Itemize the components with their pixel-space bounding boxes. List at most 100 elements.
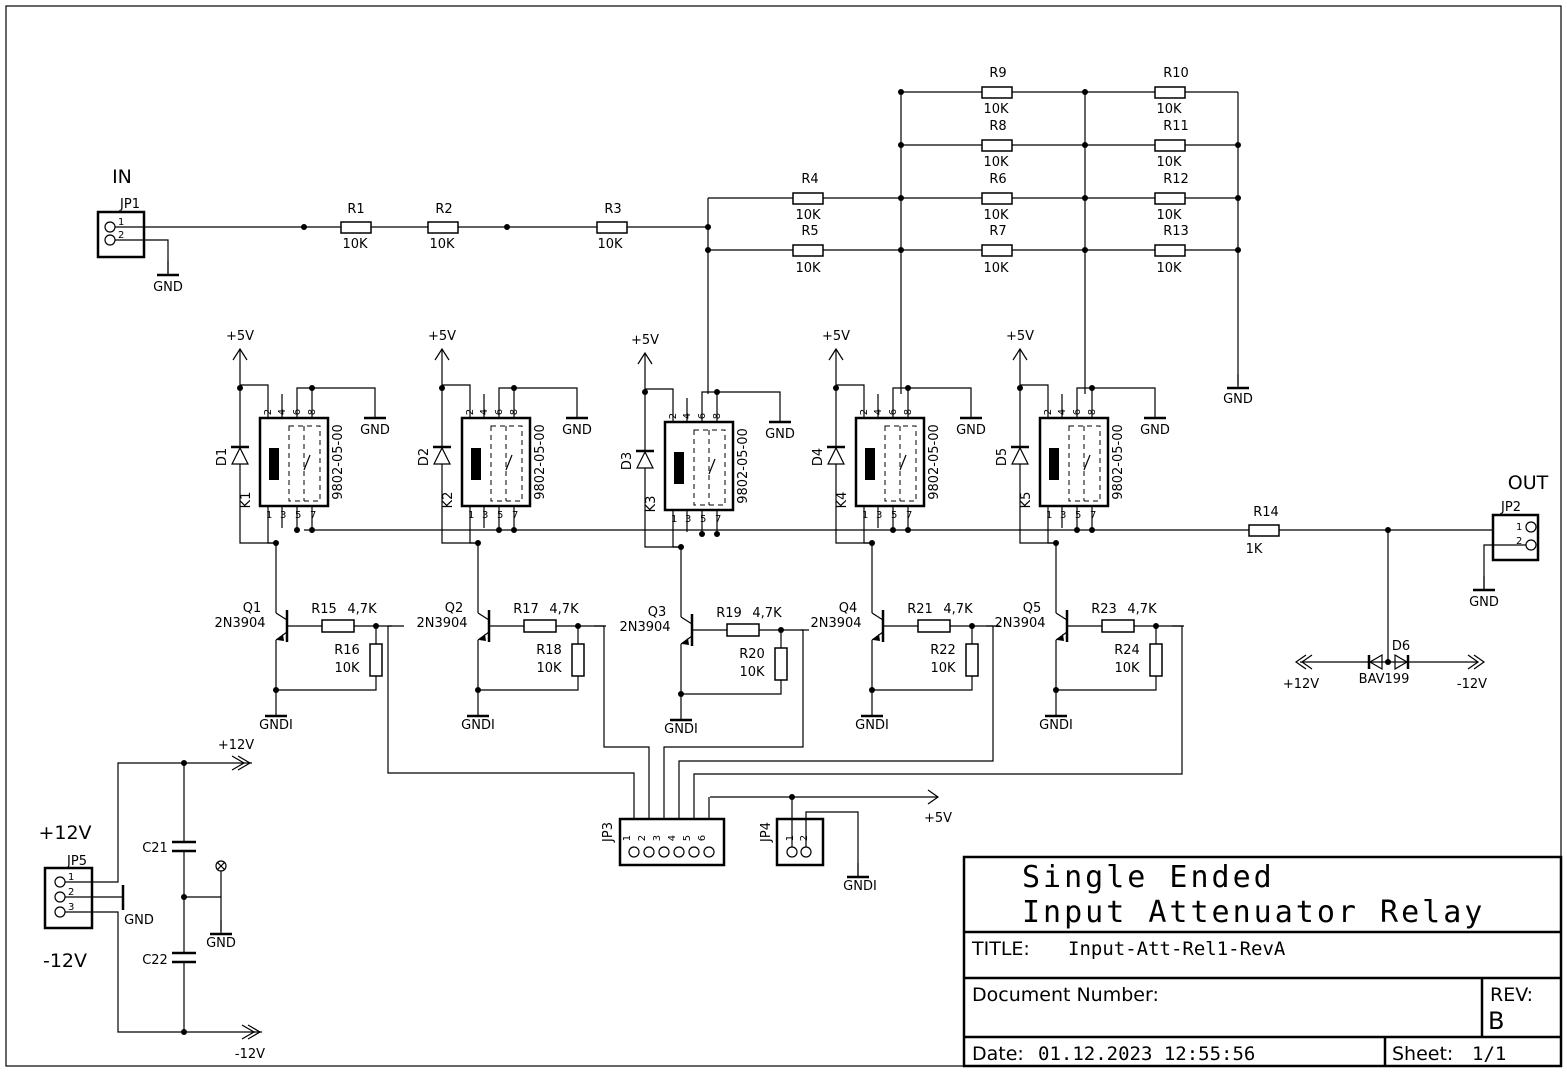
relay-pin-top: 6 (888, 409, 899, 415)
relay-ref: K5 (1019, 492, 1034, 509)
d6-part: BAV199 (1359, 672, 1410, 687)
relay-pin-top: 2 (668, 413, 679, 419)
diode-ref: D5 (995, 448, 1010, 466)
relay-pin-bottom: 5 (497, 510, 503, 521)
pulldown-resistor-ref: R22 (930, 643, 956, 658)
relay-pin-bottom: 7 (715, 514, 721, 525)
c22-ref: C22 (142, 953, 168, 968)
r14-value: 1K (1246, 542, 1263, 557)
relay-pin-top: 4 (1057, 409, 1068, 415)
pulldown-resistor-ref: R24 (1114, 643, 1140, 658)
r11-ref: R11 (1163, 119, 1189, 134)
jp3-ref: JP3 (601, 822, 616, 843)
pulldown-resistor (369, 643, 383, 677)
jp5-ref: JP5 (66, 854, 87, 869)
control-wire-2 (594, 625, 650, 819)
relay-part-number: 9802-05-00 (533, 424, 548, 500)
base-resistor-ref: R19 (716, 606, 742, 621)
relay-pin-bottom: 3 (482, 510, 488, 521)
jp4-ref: JP4 (759, 822, 774, 843)
jp1-pin2: 2 (118, 230, 124, 241)
r9-ref: R9 (989, 66, 1006, 81)
transistor-ref: Q5 (1023, 601, 1042, 616)
tb-date-label: Date: (972, 1043, 1024, 1065)
flyback-diode (433, 446, 451, 465)
control-wire-1 (387, 625, 635, 819)
relay-gnd-label: GND (1140, 423, 1170, 438)
jp1-ref: JP1 (119, 197, 140, 212)
relay-pin-top: 4 (277, 409, 288, 415)
relay-pin-bottom: 3 (876, 510, 882, 521)
relay-pin-top: 2 (263, 409, 274, 415)
r11-value: 10K (1156, 155, 1182, 170)
gndi-label: GNDI (664, 722, 698, 737)
r8-value: 10K (983, 155, 1009, 170)
relay-pin-bottom: 1 (1046, 510, 1052, 521)
title-block: Single Ended Input Attenuator Relay TITL… (962, 855, 1563, 1068)
relay-gnd-label: GND (360, 423, 390, 438)
base-resistor (1101, 619, 1135, 633)
jp5-gnd-label: GND (124, 913, 154, 928)
jp3-pin-hole (688, 846, 700, 858)
d6-ref: D6 (1392, 639, 1410, 654)
transistor-type: 2N3904 (619, 620, 670, 635)
relay-body (663, 420, 735, 512)
relay-coil (269, 448, 279, 480)
relay-pin-bottom: 3 (280, 510, 286, 521)
jp3-pin-hole (658, 846, 670, 858)
relay-pin-bottom: 5 (891, 510, 897, 521)
relay-body (1038, 416, 1110, 508)
relay-pin-top: 2 (465, 409, 476, 415)
relay-pin-bottom: 5 (700, 514, 706, 525)
relay-ref: K3 (644, 496, 659, 513)
gndi-label: GNDI (855, 718, 889, 733)
jp3-pin-number: 4 (667, 835, 678, 841)
jp1-pin1: 1 (118, 217, 124, 228)
pulldown-resistor-value: 10K (334, 661, 360, 676)
jp2-gnd-label: GND (1469, 595, 1499, 610)
jp3-pin-hole (628, 846, 640, 858)
r10-value: 10K (1156, 102, 1182, 117)
relay-pin-bottom: 7 (906, 510, 912, 521)
base-resistor-value: 4,7K (347, 602, 377, 617)
r5-ref: R5 (801, 224, 818, 239)
relay-pin-bottom: 7 (310, 510, 316, 521)
r12-value: 10K (1156, 208, 1182, 223)
jp4-pin2: 2 (799, 835, 810, 841)
in-title: IN (112, 166, 132, 188)
pulldown-resistor (965, 643, 979, 677)
relay-ref: K1 (239, 492, 254, 509)
r7-value: 10K (983, 261, 1009, 276)
flyback-diode (1011, 446, 1029, 465)
relay-part-number: 9802-05-00 (1111, 424, 1126, 500)
relay-pin-bottom: 1 (266, 510, 272, 521)
ladder-network: GND R9 10K R10 10K R8 10K R11 10K R4 10K… (705, 66, 1253, 407)
pulldown-resistor (571, 643, 585, 677)
r2-ref: R2 (435, 202, 452, 217)
r4-value: 10K (795, 208, 821, 223)
pulldown-resistor-ref: R20 (739, 647, 765, 662)
relay-part-number: 9802-05-00 (736, 428, 751, 504)
relay-pin-top: 4 (873, 409, 884, 415)
relay-pin-bottom: 7 (512, 510, 518, 521)
base-resistor (523, 619, 557, 633)
plus5-label: +5V (631, 333, 659, 348)
relay-pin-bottom: 5 (295, 510, 301, 521)
r7-ref: R7 (989, 224, 1006, 239)
jp3-pin-hole (673, 846, 685, 858)
r4-ref: R4 (801, 172, 818, 187)
input-connector: IN JP1 1 2 GND (96, 166, 304, 295)
jp3-pin-number: 1 (622, 835, 633, 841)
relay-body (460, 416, 532, 508)
pulldown-resistor-value: 10K (1114, 661, 1140, 676)
base-resistor-value: 4,7K (549, 602, 579, 617)
r9-value: 10K (983, 102, 1009, 117)
r6-ref: R6 (989, 172, 1006, 187)
relay-pin-top: 6 (292, 409, 303, 415)
base-resistor-ref: R21 (907, 602, 933, 617)
r10-ref: R10 (1163, 66, 1189, 81)
relay-pin-bottom: 3 (1060, 510, 1066, 521)
